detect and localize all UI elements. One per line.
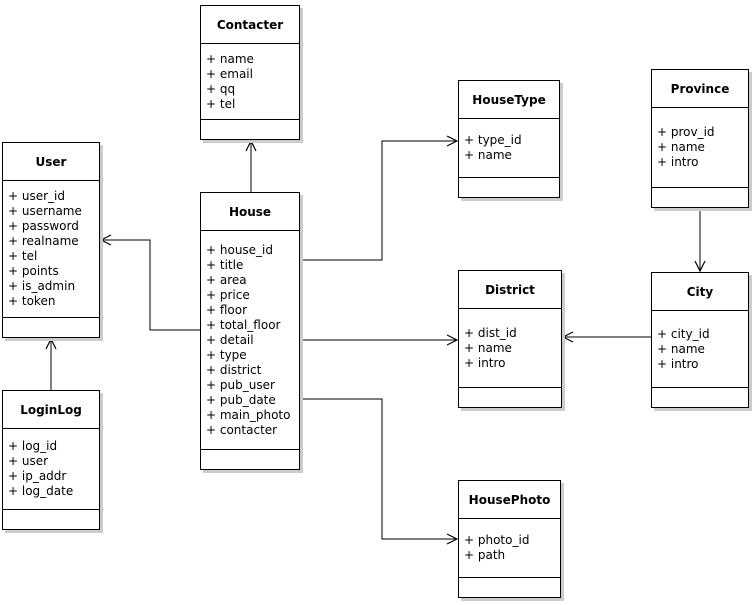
class-box-province[interactable]: Province+ prov_id+ name+ intro bbox=[651, 69, 749, 208]
attributes-compartment: + city_id+ name+ intro bbox=[652, 311, 748, 387]
attributes-compartment: + dist_id+ name+ intro bbox=[459, 309, 561, 387]
association-house-to-housephoto[interactable] bbox=[300, 398, 457, 539]
operations-compartment bbox=[459, 177, 559, 197]
class-box-city[interactable]: City+ city_id+ name+ intro bbox=[651, 272, 749, 408]
class-attribute: + points bbox=[8, 264, 59, 278]
class-name-label: City bbox=[652, 273, 748, 311]
class-attribute: + qq bbox=[206, 81, 236, 96]
class-name-label: HouseType bbox=[459, 81, 559, 119]
class-attribute: + dist_id bbox=[464, 325, 517, 340]
class-attribute: + district bbox=[206, 362, 262, 377]
class-attribute: + intro bbox=[464, 355, 506, 370]
class-attribute: + intro bbox=[657, 356, 699, 371]
attributes-compartment: + user_id+ username+ password+ realname+… bbox=[3, 181, 99, 317]
class-box-housetype[interactable]: HouseType+ type_id+ name bbox=[458, 80, 560, 198]
attributes-compartment: + name+ email+ qq+ tel bbox=[201, 44, 299, 119]
class-attribute: + token bbox=[8, 294, 56, 308]
class-attribute: + house_id bbox=[206, 242, 274, 257]
class-attribute: + area bbox=[206, 272, 247, 287]
class-box-housephoto[interactable]: HousePhoto+ photo_id+ path bbox=[458, 480, 561, 598]
class-attribute: + is_admin bbox=[8, 279, 76, 293]
attributes-compartment: + type_id+ name bbox=[459, 119, 559, 177]
operations-compartment bbox=[459, 577, 560, 597]
operations-compartment bbox=[3, 509, 99, 529]
class-attribute: + name bbox=[657, 140, 705, 154]
class-attribute: + name bbox=[657, 341, 705, 356]
class-attribute: + price bbox=[206, 287, 250, 302]
class-attribute: + user bbox=[8, 454, 49, 468]
class-attribute: + intro bbox=[657, 155, 699, 169]
operations-compartment bbox=[201, 119, 299, 139]
attributes-compartment: + prov_id+ name+ intro bbox=[652, 108, 748, 187]
association-house-to-user[interactable] bbox=[101, 240, 200, 331]
operations-compartment bbox=[652, 187, 748, 207]
class-attribute: + user_id bbox=[8, 189, 65, 203]
attributes-compartment: + house_id+ title+ area+ price+ floor+ t… bbox=[201, 231, 299, 449]
class-attribute: + pub_user bbox=[206, 377, 275, 392]
class-attribute: + name bbox=[206, 51, 254, 66]
class-attribute: + username bbox=[8, 204, 82, 218]
class-attribute: + title bbox=[206, 257, 244, 272]
class-name-label: LoginLog bbox=[3, 391, 99, 429]
class-attribute: + type bbox=[206, 347, 247, 362]
class-attribute: + email bbox=[206, 66, 253, 81]
class-attribute: + tel bbox=[206, 96, 236, 111]
class-attribute: + total_floor bbox=[206, 317, 281, 332]
operations-compartment bbox=[201, 449, 299, 469]
class-name-label: User bbox=[3, 143, 99, 181]
class-name-label: District bbox=[459, 271, 561, 309]
class-attribute: + main_photo bbox=[206, 407, 291, 422]
class-name-label: Province bbox=[652, 70, 748, 108]
class-attribute: + floor bbox=[206, 302, 248, 317]
class-attribute: + path bbox=[464, 548, 506, 562]
attributes-compartment: + photo_id+ path bbox=[459, 519, 560, 577]
class-attribute: + log_date bbox=[8, 484, 74, 498]
class-attribute: + tel bbox=[8, 249, 38, 263]
class-box-contacter[interactable]: Contacter+ name+ email+ qq+ tel bbox=[200, 5, 300, 140]
class-name-label: Contacter bbox=[201, 6, 299, 44]
class-attribute: + city_id bbox=[657, 326, 710, 341]
class-attribute: + name bbox=[464, 148, 512, 162]
class-attribute: + pub_date bbox=[206, 392, 276, 407]
class-attribute: + log_id bbox=[8, 439, 58, 453]
class-attribute: + name bbox=[464, 340, 512, 355]
class-attribute: + prov_id bbox=[657, 125, 715, 139]
class-attribute: + detail bbox=[206, 332, 254, 347]
class-box-house[interactable]: House+ house_id+ title+ area+ price+ flo… bbox=[200, 192, 300, 470]
operations-compartment bbox=[652, 387, 748, 407]
class-attribute: + photo_id bbox=[464, 533, 530, 547]
class-attribute: + realname bbox=[8, 234, 79, 248]
class-attribute: + ip_addr bbox=[8, 469, 67, 483]
class-box-loginlog[interactable]: LoginLog+ log_id+ user+ ip_addr+ log_dat… bbox=[2, 390, 100, 530]
operations-compartment bbox=[3, 317, 99, 337]
class-box-user[interactable]: User+ user_id+ username+ password+ realn… bbox=[2, 142, 100, 338]
class-attribute: + type_id bbox=[464, 133, 522, 147]
class-name-label: House bbox=[201, 193, 299, 231]
class-box-district[interactable]: District+ dist_id+ name+ intro bbox=[458, 270, 562, 408]
class-name-label: HousePhoto bbox=[459, 481, 560, 519]
class-attribute: + contacter bbox=[206, 422, 278, 437]
class-attribute: + password bbox=[8, 219, 79, 233]
association-house-to-housetype[interactable] bbox=[300, 141, 457, 261]
attributes-compartment: + log_id+ user+ ip_addr+ log_date bbox=[3, 429, 99, 509]
operations-compartment bbox=[459, 387, 561, 407]
